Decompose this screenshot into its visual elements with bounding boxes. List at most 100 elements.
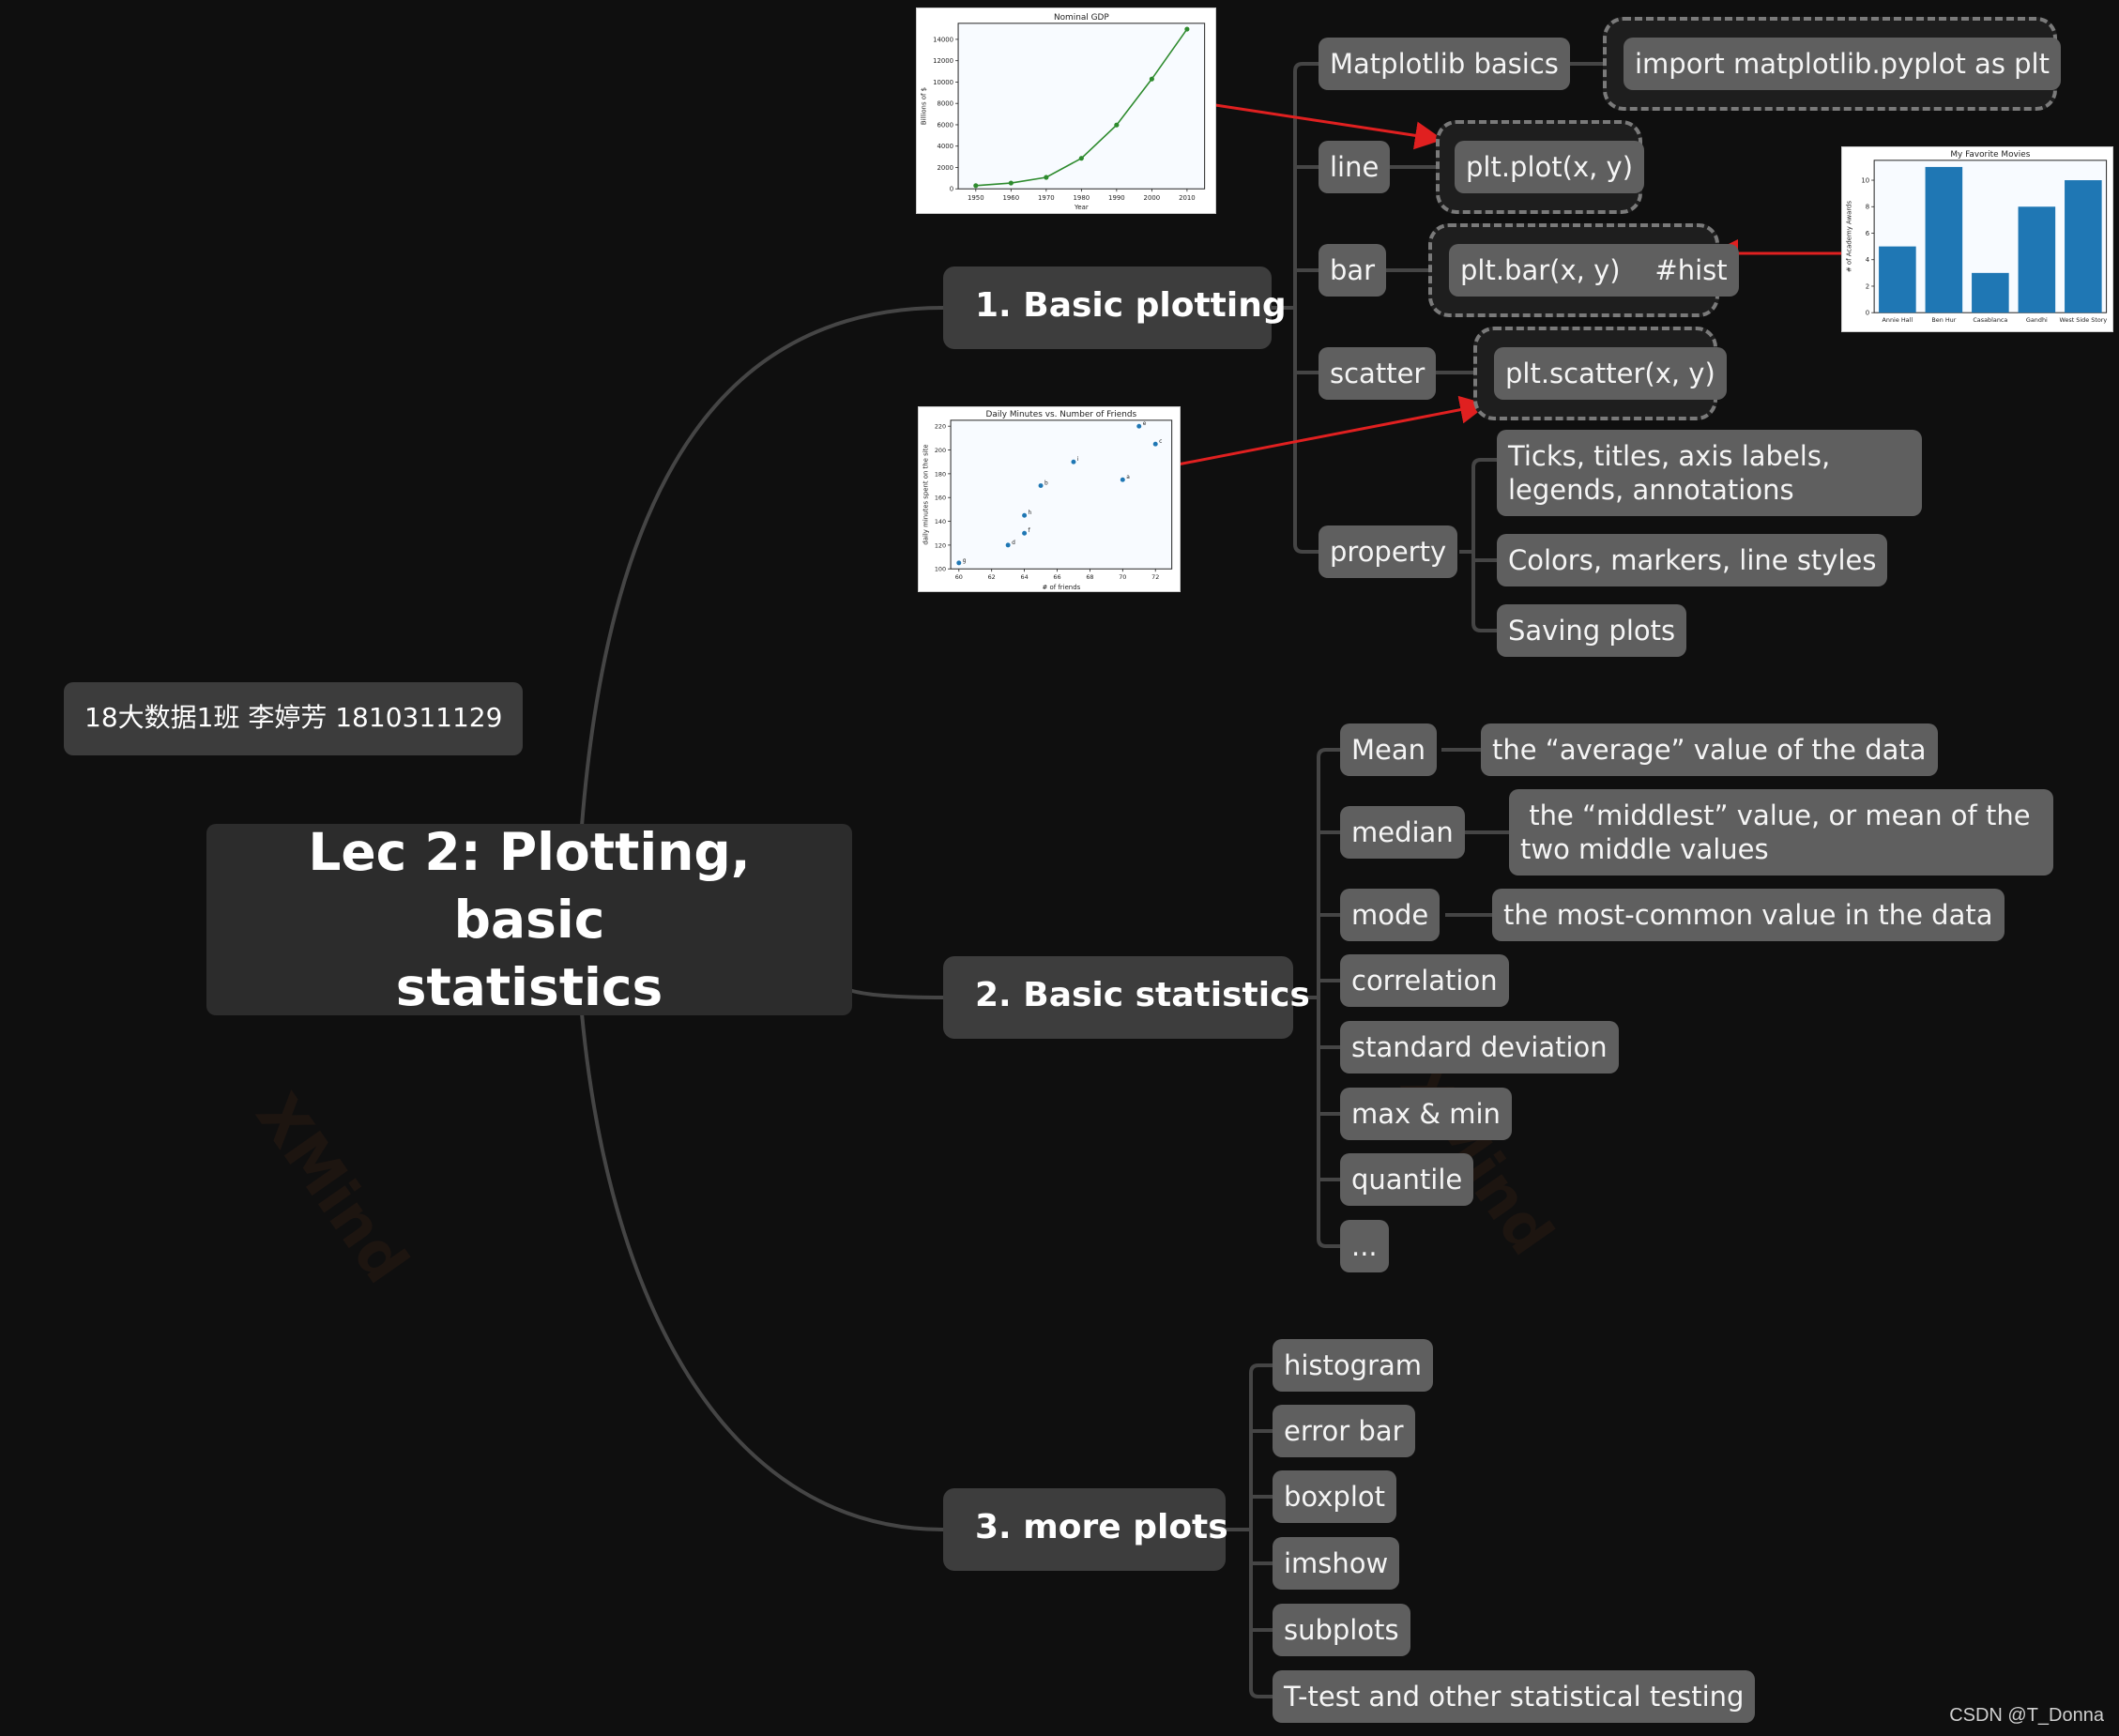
data-point bbox=[956, 560, 962, 566]
node-t-test[interactable]: T-test and other statistical testing bbox=[1273, 1670, 1756, 1723]
central-topic[interactable]: Lec 2: Plotting, basic statistics bbox=[206, 822, 852, 1017]
y-tick-label: 14000 bbox=[933, 36, 953, 43]
x-tick-label: 1950 bbox=[968, 194, 984, 202]
node-property-ticks[interactable]: Ticks, titles, axis labels, legends, ann… bbox=[1497, 430, 1922, 516]
x-tick-label: 60 bbox=[955, 573, 963, 581]
data-point bbox=[973, 183, 979, 189]
y-tick-label: 10000 bbox=[933, 79, 953, 86]
data-point bbox=[1114, 122, 1120, 128]
node-quantile[interactable]: quantile bbox=[1340, 1153, 1474, 1206]
node-max-min[interactable]: max & min bbox=[1340, 1088, 1512, 1140]
credit-label: CSDN @T_Donna bbox=[1949, 1705, 2104, 1726]
x-axis-label: Year bbox=[1074, 204, 1089, 211]
x-tick-label: 1960 bbox=[1003, 194, 1020, 202]
x-tick-label: Gandhi bbox=[2026, 316, 2048, 324]
point-label: h bbox=[1029, 510, 1032, 516]
y-tick-label: 0 bbox=[1866, 310, 1869, 317]
node-imshow[interactable]: imshow bbox=[1273, 1537, 1400, 1590]
thumbnail-friends-scatter-chart[interactable]: Daily Minutes vs. Number of Friends# of … bbox=[918, 406, 1181, 592]
y-tick-label: 6000 bbox=[937, 121, 953, 129]
x-tick-label: 1980 bbox=[1074, 194, 1090, 202]
y-tick-label: 10 bbox=[1861, 177, 1869, 185]
x-tick-label: 72 bbox=[1151, 573, 1159, 581]
author-label[interactable]: 18大数据1班 李婷芳 1810311129 bbox=[64, 682, 524, 755]
node-boxplot[interactable]: boxplot bbox=[1273, 1470, 1396, 1523]
data-point bbox=[1136, 423, 1142, 429]
node-matplotlib-basics[interactable]: Matplotlib basics bbox=[1319, 38, 1570, 90]
node-bar[interactable]: bar bbox=[1319, 244, 1387, 297]
node-ellipsis[interactable]: ... bbox=[1340, 1220, 1389, 1272]
y-tick-label: 4 bbox=[1866, 256, 1869, 264]
y-tick-label: 160 bbox=[935, 495, 946, 502]
node-correlation[interactable]: correlation bbox=[1340, 954, 1509, 1007]
y-tick-label: 8000 bbox=[937, 100, 953, 108]
x-tick-label: Annie Hall bbox=[1883, 316, 1913, 324]
point-label: c bbox=[1159, 438, 1162, 445]
data-point bbox=[1022, 512, 1028, 518]
data-point bbox=[1071, 459, 1076, 464]
data-point bbox=[1120, 477, 1125, 482]
y-tick-label: 8 bbox=[1866, 204, 1869, 211]
node-plt-bar[interactable]: plt.bar(x, y) #hist bbox=[1449, 244, 1739, 297]
data-point bbox=[1152, 441, 1158, 447]
node-subplots[interactable]: subplots bbox=[1273, 1604, 1410, 1656]
branch-basic-statistics[interactable]: 2. Basic statistics bbox=[943, 956, 1310, 1039]
point-label: g bbox=[963, 557, 967, 564]
data-point bbox=[1149, 76, 1154, 82]
node-plt-plot[interactable]: plt.plot(x, y) bbox=[1455, 141, 1645, 193]
node-property-colors[interactable]: Colors, markers, line styles bbox=[1497, 534, 1888, 586]
node-plt-scatter[interactable]: plt.scatter(x, y) bbox=[1494, 347, 1727, 400]
y-tick-label: 120 bbox=[935, 541, 946, 549]
x-tick-label: 66 bbox=[1053, 573, 1060, 581]
bar bbox=[2018, 206, 2056, 313]
node-line[interactable]: line bbox=[1319, 141, 1391, 193]
node-import-matplotlib[interactable]: import matplotlib.pyplot as plt bbox=[1624, 38, 2061, 90]
data-point bbox=[1044, 175, 1049, 180]
node-scatter[interactable]: scatter bbox=[1319, 347, 1437, 400]
bar bbox=[1925, 166, 1963, 313]
x-tick-label: 2000 bbox=[1144, 194, 1161, 202]
x-tick-label: 70 bbox=[1119, 573, 1126, 581]
branch-more-plots[interactable]: 3. more plots bbox=[943, 1488, 1228, 1571]
node-mean[interactable]: Mean bbox=[1340, 723, 1438, 776]
point-label: i bbox=[1077, 456, 1079, 463]
data-point bbox=[1038, 483, 1044, 489]
branch-basic-plotting[interactable]: 1. Basic plotting bbox=[943, 266, 1287, 349]
plot-area bbox=[950, 419, 1173, 570]
chart-title: Daily Minutes vs. Number of Friends bbox=[986, 410, 1137, 419]
y-tick-label: 2000 bbox=[937, 164, 953, 172]
node-mode-detail[interactable]: the most-common value in the data bbox=[1492, 889, 2005, 941]
point-label: d bbox=[1012, 540, 1015, 546]
central-topic-line1: Lec 2: Plotting, basic bbox=[308, 822, 751, 950]
x-tick-label: 62 bbox=[988, 573, 996, 581]
bar bbox=[1972, 272, 2009, 313]
friends-scatter-chart: Daily Minutes vs. Number of Friends# of … bbox=[922, 410, 1173, 591]
node-error-bar[interactable]: error bar bbox=[1273, 1405, 1415, 1457]
node-property-saving[interactable]: Saving plots bbox=[1497, 604, 1687, 657]
y-tick-label: 180 bbox=[935, 470, 946, 478]
node-median[interactable]: median bbox=[1340, 806, 1465, 859]
y-tick-label: 100 bbox=[935, 566, 946, 573]
chart-title: Nominal GDP bbox=[1054, 13, 1109, 23]
y-tick-label: 0 bbox=[950, 186, 953, 193]
x-tick-label: 68 bbox=[1086, 573, 1093, 581]
x-tick-label: 1990 bbox=[1108, 194, 1125, 202]
y-tick-label: 12000 bbox=[933, 57, 953, 65]
data-point bbox=[1022, 530, 1028, 536]
node-property[interactable]: property bbox=[1319, 525, 1458, 578]
node-mode[interactable]: mode bbox=[1340, 889, 1441, 941]
node-median-detail[interactable]: the “middlest” value, or mean of the two… bbox=[1509, 789, 2053, 876]
data-point bbox=[1008, 180, 1014, 186]
node-mean-detail[interactable]: the “average” value of the data bbox=[1481, 723, 1938, 776]
node-standard-deviation[interactable]: standard deviation bbox=[1340, 1021, 1619, 1074]
x-tick-label: Casablanca bbox=[1973, 316, 2007, 324]
y-tick-label: 4000 bbox=[937, 143, 953, 150]
data-point bbox=[1005, 542, 1011, 548]
y-tick-label: 140 bbox=[935, 518, 946, 525]
movies-bar-chart: My Favorite Movies# of Academy Awards024… bbox=[1845, 150, 2107, 324]
node-histogram[interactable]: histogram bbox=[1273, 1339, 1434, 1392]
y-tick-label: 6 bbox=[1866, 230, 1869, 237]
